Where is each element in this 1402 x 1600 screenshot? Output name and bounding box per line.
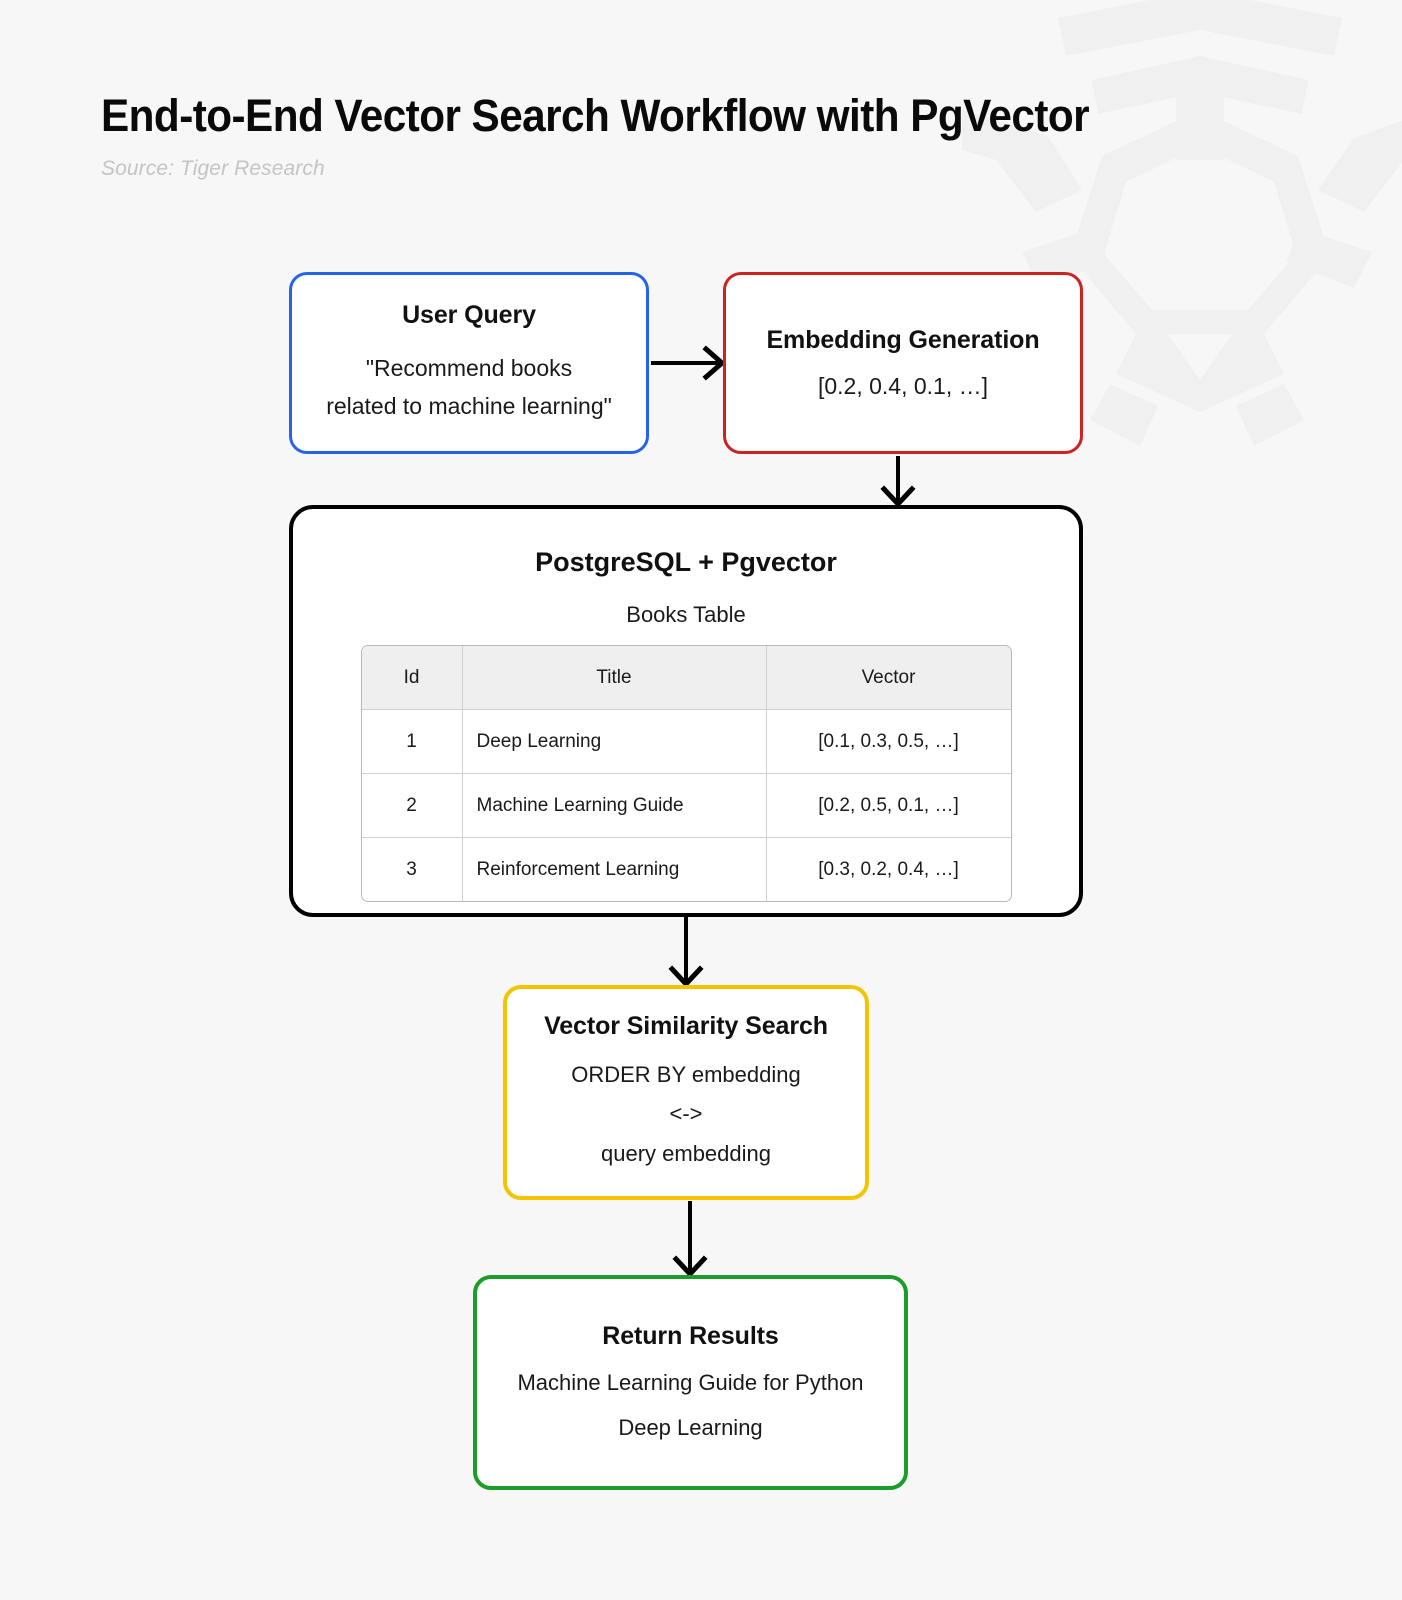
- cell-vector: [0.1, 0.3, 0.5, …]: [766, 710, 1011, 774]
- table-header-row: Id Title Vector: [361, 646, 1011, 710]
- node-return-results[interactable]: Return Results Machine Learning Guide fo…: [473, 1275, 908, 1490]
- node-similarity-title: Vector Similarity Search: [544, 1012, 828, 1041]
- column-header-vector: Vector: [766, 646, 1011, 710]
- node-similarity-line-1: ORDER BY embedding: [571, 1062, 801, 1088]
- cell-id: 1: [361, 710, 463, 774]
- node-embedding-title: Embedding Generation: [766, 326, 1040, 354]
- node-similarity-line-3: query embedding: [600, 1140, 771, 1166]
- node-postgres-subtitle: Books Table: [626, 602, 746, 627]
- node-user-query-line-2: related to machine learning": [326, 392, 612, 419]
- column-header-id: Id: [361, 646, 463, 710]
- node-embedding-generation[interactable]: Embedding Generation [0.2, 0.4, 0.1, …]: [723, 272, 1083, 454]
- node-results-line-1: Machine Learning Guide for Python: [517, 1369, 864, 1395]
- cell-vector: [0.3, 0.2, 0.4, …]: [818, 858, 959, 880]
- node-results-title: Return Results: [602, 1321, 779, 1350]
- cell-title: Reinforcement Learning: [463, 838, 767, 901]
- cell-vector: [0.2, 0.5, 0.1, …]: [766, 774, 1011, 838]
- table-row: 2 Machine Learning Guide [0.2, 0.5, 0.1,…: [361, 774, 1011, 838]
- cell-title: Machine Learning Guide: [462, 774, 767, 838]
- table-row: 3 Reinforcement Learning [0.3, 0.2, 0.4,…: [362, 838, 1011, 901]
- node-postgresql-pgvector[interactable]: PostgreSQL + Pgvector Books Table Id Tit…: [289, 505, 1083, 917]
- node-vector-similarity-search[interactable]: Vector Similarity Search ORDER BY embedd…: [503, 985, 869, 1200]
- column-header-title: Title: [462, 646, 767, 710]
- node-embedding-vector: [0.2, 0.4, 0.1, …]: [817, 373, 989, 399]
- cell-title: Deep Learning: [462, 710, 767, 774]
- node-user-query[interactable]: User Query "Recommend books related to m…: [289, 272, 649, 454]
- books-table: Id Title Vector 1 Deep Learning [0.1, 0.…: [360, 645, 1012, 902]
- node-postgres-title: PostgreSQL + Pgvector: [535, 547, 837, 577]
- node-similarity-operator: <->: [669, 1101, 703, 1127]
- node-user-query-line-1: "Recommend books: [365, 355, 573, 382]
- page-title: End-to-End Vector Search Workflow with P…: [101, 90, 1090, 141]
- table-row: 1 Deep Learning [0.1, 0.3, 0.5, …]: [361, 710, 1011, 774]
- cell-id: 3: [362, 838, 463, 901]
- header: End-to-End Vector Search Workflow with P…: [101, 90, 1152, 181]
- cell-id: 2: [361, 774, 463, 838]
- source-attribution: Source: Tiger Research: [101, 156, 325, 180]
- node-user-query-title: User Query: [402, 301, 536, 330]
- node-results-line-2: Deep Learning: [618, 1415, 763, 1440]
